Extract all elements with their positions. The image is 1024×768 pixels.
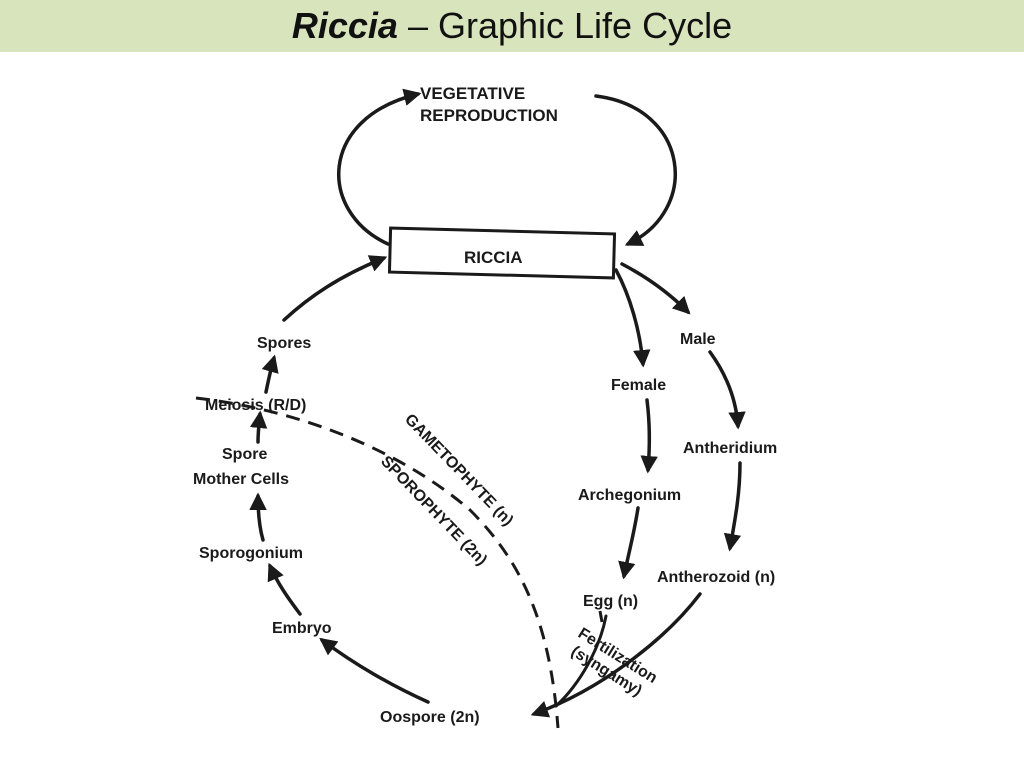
vegetative-arrow-left xyxy=(337,88,422,246)
spore-mother-cells-label-1: Spore xyxy=(222,446,267,463)
slide-title-italic: Riccia xyxy=(291,5,398,46)
archegonium-label: Archegonium xyxy=(578,487,681,504)
antherozoid-label: Antherozoid (n) xyxy=(657,569,775,586)
meiosis-label: Meiosis (R/D) xyxy=(205,397,306,414)
generation-boundary-line xyxy=(195,396,560,729)
slide-title: Riccia – Graphic Life Cycle xyxy=(292,5,732,47)
arrow-egg-oospore xyxy=(554,614,608,708)
arrow-spore-mother-cells-meiosis xyxy=(249,410,268,444)
antheridium-label: Antheridium xyxy=(683,440,777,457)
arrow-male-antheridium xyxy=(708,350,746,430)
arrow-female-archegonium xyxy=(640,398,658,474)
arrow-spores-riccia xyxy=(282,255,388,322)
fertilization-link xyxy=(598,610,604,623)
title-bar: Riccia – Graphic Life Cycle xyxy=(0,0,1024,52)
arrow-embryo-sporogonium xyxy=(267,562,302,616)
spore-mother-cells-label-2: Mother Cells xyxy=(193,471,289,488)
arrow-oospore-embryo xyxy=(319,637,430,704)
sporogonium-label: Sporogonium xyxy=(199,545,303,562)
vegetative-label-1: VEGETATIVE xyxy=(420,84,525,103)
arrow-meiosis-spores xyxy=(261,354,279,394)
female-label: Female xyxy=(611,377,666,394)
arrow-to-female xyxy=(614,268,651,368)
oospore-label: Oospore (2n) xyxy=(380,709,480,726)
vegetative-arrow-right xyxy=(594,94,677,246)
arrow-archegonium-egg xyxy=(618,506,640,580)
slide-title-rest: – Graphic Life Cycle xyxy=(397,5,733,46)
egg-label: Egg (n) xyxy=(583,593,638,610)
riccia-label: RICCIA xyxy=(464,248,523,267)
embryo-label: Embryo xyxy=(272,620,332,637)
arrow-to-male xyxy=(620,262,691,315)
riccia-box xyxy=(387,226,617,280)
male-label: Male xyxy=(680,331,716,348)
vegetative-label-2: REPRODUCTION xyxy=(420,106,558,125)
gametophyte-label: GAMETOPHYTE (n) xyxy=(401,411,516,529)
spores-label: Spores xyxy=(257,335,311,352)
arrow-antheridium-antherozoid xyxy=(723,461,742,552)
arrow-sporogonium-spore-mother-cells xyxy=(249,492,267,542)
